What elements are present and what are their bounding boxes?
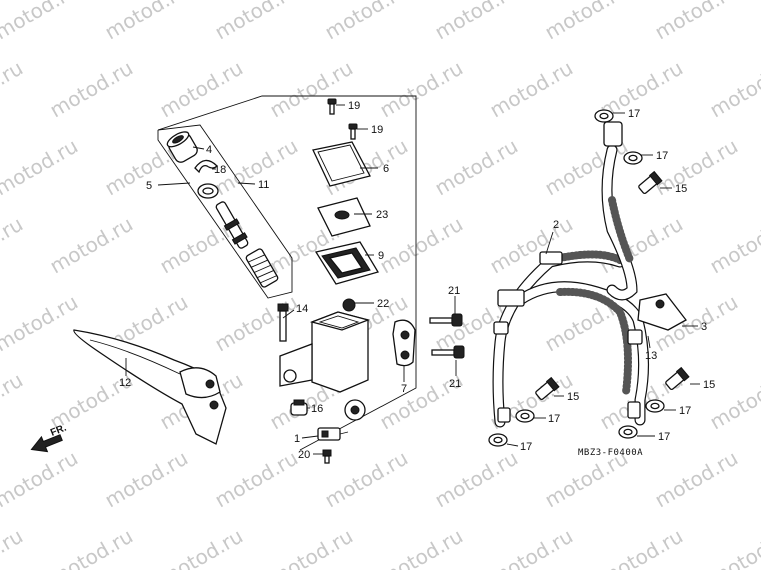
screw-19b (348, 123, 358, 140)
callout-17f: 17 (658, 431, 670, 443)
holder-7 (392, 319, 416, 367)
watermark-text: motod.ru (0, 446, 82, 513)
watermark-text: motod.ru (266, 56, 357, 123)
watermark-text: motod.ru (486, 212, 577, 279)
hose-fittings (493, 121, 687, 423)
watermark-text: motod.ru (651, 134, 742, 201)
watermark-text: motod.ru (0, 290, 82, 357)
front-direction-arrow (30, 434, 63, 453)
bolt-14 (277, 303, 289, 342)
diagram-code: MBZ3-F0400A (578, 448, 643, 458)
cap-16 (290, 399, 308, 416)
callout-21a: 21 (448, 285, 460, 297)
leader-lines (125, 104, 700, 455)
watermark-text: motod.ru (0, 56, 27, 123)
callout-19a: 19 (348, 100, 360, 112)
callout-1: 1 (294, 433, 300, 445)
watermark-text: motod.ru (0, 134, 82, 201)
watermark-text: motod.ru (431, 0, 522, 44)
watermark-text: motod.ru (211, 446, 302, 513)
watermark-text: motod.ru (211, 0, 302, 44)
circlip-part (194, 159, 218, 174)
bolt-21a (429, 313, 463, 327)
watermark-text: motod.ru (156, 56, 247, 123)
assembly-outline (157, 95, 417, 451)
watermark-text: motod.ru (321, 446, 412, 513)
watermark-text: motod.ru (651, 446, 742, 513)
watermark-text: motod.ru (486, 524, 577, 570)
watermark-text: motod.ru (46, 56, 137, 123)
callout-22: 22 (377, 298, 389, 310)
watermark-text: motod.ru (101, 446, 192, 513)
watermark-text: motod.ru (156, 524, 247, 570)
callout-19b: 19 (371, 124, 383, 136)
callout-15c: 15 (703, 379, 715, 391)
master-cylinder-body (279, 311, 371, 421)
watermark-text: motod.ru (0, 212, 27, 279)
watermark-text: motod.ru (0, 524, 27, 570)
watermark-text: motod.ru (431, 134, 522, 201)
bolt-21b (431, 345, 465, 359)
watermark-text: motod.ru (0, 0, 82, 44)
float-part-22 (342, 298, 356, 312)
callout-5: 5 (146, 180, 152, 192)
watermark-text: motod.ru (46, 212, 137, 279)
callout-3: 3 (701, 321, 707, 333)
callout-6: 6 (383, 163, 389, 175)
piston-kit (166, 131, 279, 288)
callout-7: 7 (401, 383, 407, 395)
callout-15a: 15 (675, 183, 687, 195)
piston-kit-outline (157, 124, 293, 299)
callout-17c: 17 (679, 405, 691, 417)
callout-17e: 17 (520, 441, 532, 453)
screw-19a (327, 98, 337, 115)
watermark-text: motod.ru (46, 524, 137, 570)
callout-20: 20 (298, 449, 310, 461)
brake-lever (73, 329, 227, 445)
callout-17a: 17 (628, 108, 640, 120)
callout-17b: 17 (656, 150, 668, 162)
watermark-text: motod.ru (211, 290, 302, 357)
callout-15b: 15 (567, 391, 579, 403)
watermark-text: motod.ru (706, 524, 761, 570)
watermark-text: motod.ru (376, 524, 467, 570)
callout-13: 13 (645, 350, 657, 362)
callout-16: 16 (311, 403, 323, 415)
callout-21b: 21 (449, 378, 461, 390)
spring-part (245, 248, 279, 288)
watermark-text: motod.ru (431, 446, 522, 513)
watermark-text: motod.ru (706, 368, 761, 435)
callout-9: 9 (378, 250, 384, 262)
boot-part (166, 131, 198, 163)
watermark-text: motod.ru (266, 524, 357, 570)
callout-17d: 17 (548, 413, 560, 425)
watermark-text: motod.ru (101, 0, 192, 44)
screw-20 (322, 449, 332, 464)
callout-2: 2 (553, 219, 559, 231)
watermark-text: motod.ru (0, 368, 27, 435)
watermark-text: motod.ru (706, 56, 761, 123)
washers-17 (488, 109, 665, 447)
watermark-text: motod.ru (376, 56, 467, 123)
callout-12: 12 (119, 377, 131, 389)
watermark-text: motod.ru (651, 0, 742, 44)
watermark-text: motod.ru (541, 0, 632, 44)
watermark-text: motod.ru (321, 0, 412, 44)
switch-1 (317, 427, 349, 441)
callout-4: 4 (206, 144, 212, 156)
watermark-text: motod.ru (596, 524, 687, 570)
callout-23: 23 (376, 209, 388, 221)
watermark-text: motod.ru (486, 56, 577, 123)
bolts-15 (535, 170, 690, 401)
piston-part (215, 201, 249, 249)
callout-14: 14 (296, 303, 308, 315)
watermark-text: motod.ru (376, 212, 467, 279)
callout-18: 18 (214, 164, 226, 176)
callout-11: 11 (258, 179, 269, 191)
watermark-text: motod.ru (706, 212, 761, 279)
